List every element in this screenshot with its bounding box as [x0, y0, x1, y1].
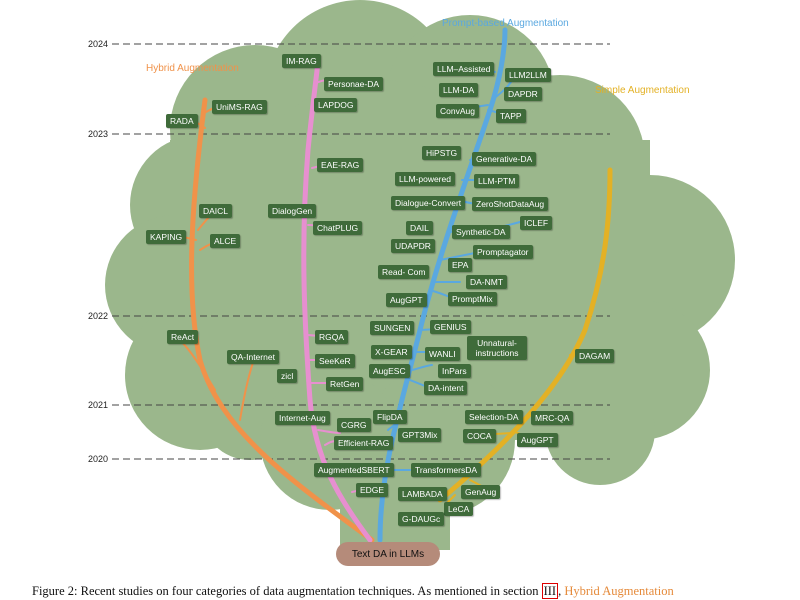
node-kaping: KAPING	[146, 230, 187, 244]
node-llm-da: LLM-DA	[439, 83, 479, 97]
node-sungen: SUNGEN	[370, 321, 415, 335]
node-dialogue-convert: Dialogue-Convert	[391, 196, 466, 210]
node-retgen: RetGen	[326, 377, 364, 391]
node-tapp: TAPP	[496, 109, 526, 123]
node-da-intent: DA-intent	[424, 381, 468, 395]
node-transformersda: TransformersDA	[411, 463, 482, 477]
node-im-rag: IM-RAG	[282, 54, 321, 68]
node-rada: RADA	[166, 114, 198, 128]
node-dialoggen: DialogGen	[268, 204, 317, 218]
node-edge: EDGE	[356, 483, 389, 497]
node-augmentedsbert: AugmentedSBERT	[314, 463, 394, 477]
node-chatplug: ChatPLUG	[313, 221, 363, 235]
year-label-2023: 2023	[88, 129, 109, 139]
node-read-com: Read- Com	[378, 265, 430, 279]
node-inpars: InPars	[438, 364, 471, 378]
simple-category-title: Simple Augmentation	[595, 85, 690, 96]
node-selection-da: Selection-DA	[465, 410, 523, 424]
node-mrc-qa: MRC-QA	[531, 411, 574, 425]
section-reference-link[interactable]: III	[541, 583, 559, 599]
year-label-2022: 2022	[88, 311, 109, 321]
tree-root: Text DA in LLMs	[336, 542, 440, 566]
node-hipstg: HiPSTG	[422, 146, 462, 160]
figure-caption: Figure 2: Recent studies on four categor…	[32, 583, 792, 599]
node-unnatural-instructions: Unnatural-instructions	[467, 336, 527, 360]
node-seeker: SeeKeR	[315, 354, 355, 368]
node-x-gear: X-GEAR	[371, 345, 412, 359]
node-auggpt-prompt: AugGPT	[386, 293, 427, 307]
node-efficient-rag: Efficient-RAG	[334, 436, 394, 450]
node-generative-da: Generative-DA	[472, 152, 537, 166]
year-gridlines	[112, 43, 610, 460]
node-alce: ALCE	[210, 234, 241, 248]
hybrid-category-title: Hybrid Augmentation	[146, 63, 239, 74]
node-llm2llm: LLM2LLM	[505, 68, 551, 82]
node-promptagator: Promptagator	[473, 245, 533, 259]
caption-text: Figure 2: Recent studies on four categor…	[32, 584, 542, 598]
node-augesc: AugESC	[369, 364, 410, 378]
node-synthetic-da: Synthetic-DA	[452, 225, 510, 239]
node-eae-rag: EAE-RAG	[317, 158, 364, 172]
node-udapdr: UDAPDR	[391, 239, 435, 253]
node-dail: DAIL	[406, 221, 433, 235]
node-lambada: LAMBADA	[398, 487, 447, 501]
node-zeroshotdataaug: ZeroShotDataAug	[472, 197, 549, 211]
node-rgqa: RGQA	[315, 330, 349, 344]
node-iclef: ICLEF	[520, 216, 553, 230]
node-promptmix: PromptMix	[448, 292, 497, 306]
node-genius: GENIUS	[430, 320, 471, 334]
year-label-2024: 2024	[88, 39, 109, 49]
node-unims-rag: UniMS-RAG	[212, 100, 267, 114]
node-da-nmt: DA-NMT	[466, 275, 508, 289]
node-wanli: WANLI	[425, 347, 460, 361]
node-auggpt-simple: AugGPT	[517, 433, 558, 447]
node-dapdr: DAPDR	[504, 87, 542, 101]
node-zicl: zicl	[277, 369, 298, 383]
node-llm-assisted: LLM–Assisted	[433, 62, 495, 76]
year-label-2021: 2021	[88, 400, 109, 410]
node-dagam: DAGAM	[575, 349, 615, 363]
node-gpt3mix: GPT3Mix	[398, 428, 442, 442]
node-g-daugc: G-DAUGc	[398, 512, 445, 526]
node-daicl: DAICL	[199, 204, 233, 218]
node-lapdog: LAPDOG	[314, 98, 358, 112]
node-cgrg: CGRG	[337, 418, 371, 432]
node-epa: EPA	[448, 258, 473, 272]
prompt-category-title: Prompt-based Augmentation	[442, 18, 569, 29]
node-react: ReAct	[167, 330, 199, 344]
node-qa-internet: QA-Internet	[227, 350, 279, 364]
caption-separator: ,	[558, 584, 565, 598]
node-llm-ptm: LLM-PTM	[474, 174, 520, 188]
node-genaug: GenAug	[461, 485, 501, 499]
node-flipda: FlipDA	[373, 410, 407, 424]
node-llm-powered: LLM-powered	[395, 172, 455, 186]
node-personae-da: Personae-DA	[324, 77, 384, 91]
node-coca: COCA	[463, 429, 496, 443]
node-leca: LeCA	[444, 502, 474, 516]
node-internet-aug: Internet-Aug	[275, 411, 330, 425]
caption-hybrid-term: Hybrid Augmentation	[564, 584, 674, 598]
node-convaug: ConvAug	[436, 104, 479, 118]
year-label-2020: 2020	[88, 454, 109, 464]
